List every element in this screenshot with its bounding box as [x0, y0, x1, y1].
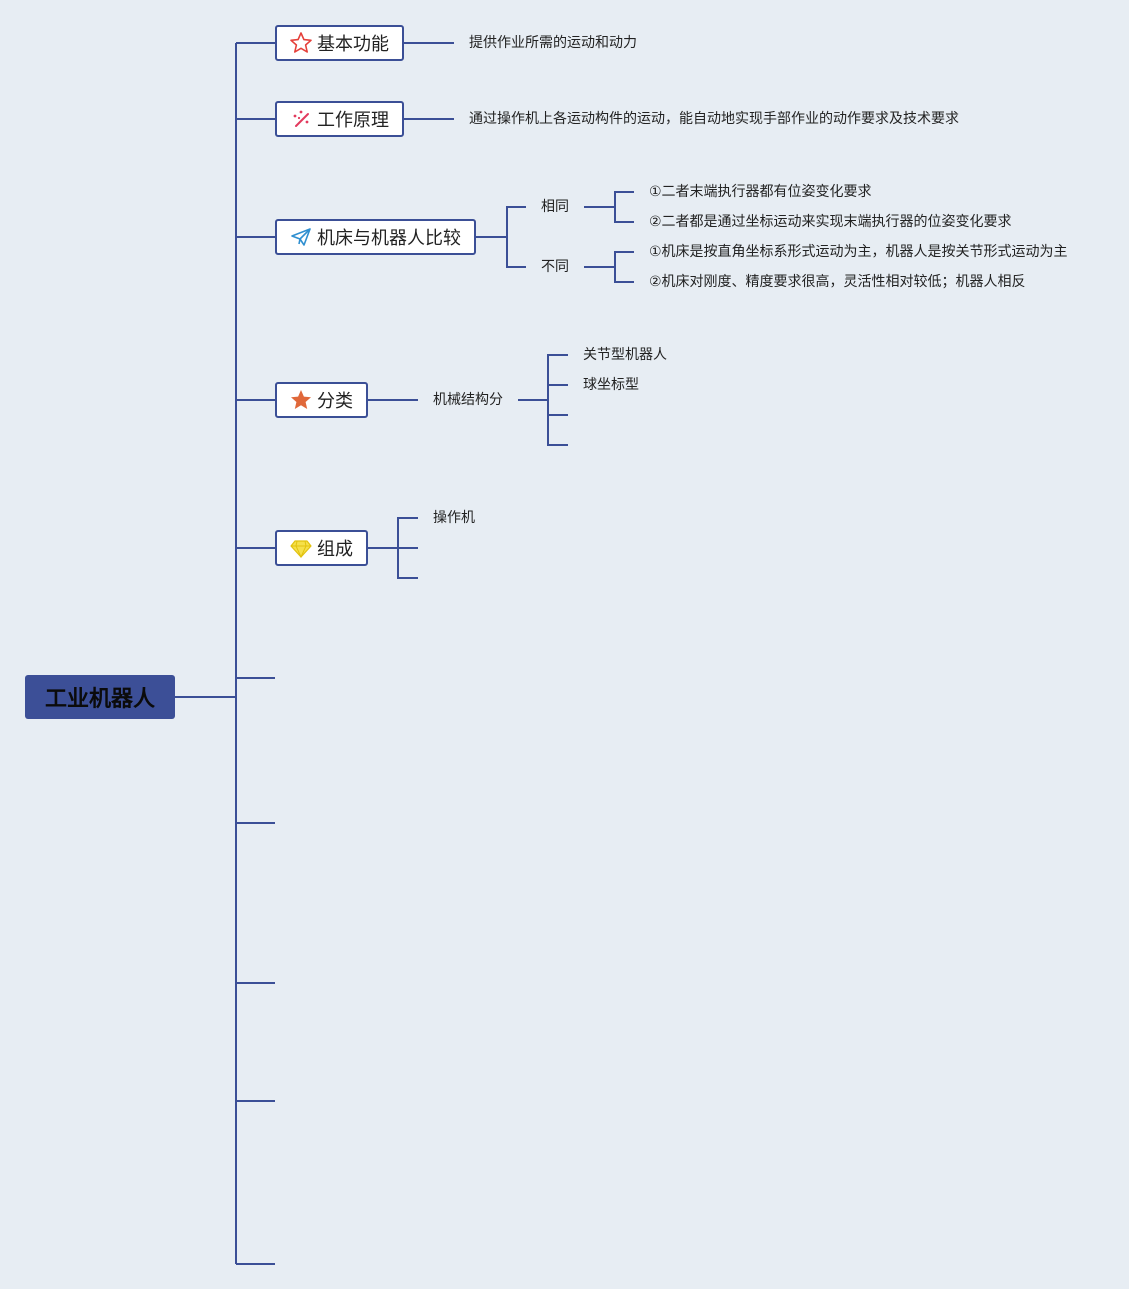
topic-label: 分类	[317, 391, 353, 412]
root-label: 工业机器人	[44, 687, 155, 712]
composition-item-1: 操作机	[433, 510, 475, 526]
bracket-diff	[614, 251, 634, 283]
paper-plane-icon	[289, 225, 313, 249]
basic-function-detail: 提供作业所需的运动和动力	[469, 35, 637, 51]
topic-label: 组成	[317, 539, 353, 560]
working-principle-detail: 通过操作机上各运动构件的运动，能自动地实现手部作业的动作要求及技术要求	[469, 111, 959, 127]
topic-label: 工作原理	[317, 110, 389, 131]
group-same-label: 相同	[541, 199, 569, 215]
diff-item-1: ①机床是按直角坐标系形式运动为主，机器人是按关节形式运动为主	[649, 244, 1068, 260]
diamond-icon	[289, 536, 313, 560]
bracket-compare	[506, 206, 526, 268]
topic-label: 机床与机器人比较	[317, 228, 461, 249]
topic-working-principle[interactable]: 工作原理	[275, 101, 404, 137]
topic-composition[interactable]: 组成	[275, 530, 368, 566]
same-item-2: ②二者都是通过坐标运动来实现末端执行器的位姿变化要求	[649, 214, 1012, 230]
topic-machine-vs-robot[interactable]: 机床与机器人比较	[275, 219, 476, 255]
star-outline-icon	[289, 31, 313, 55]
topic-basic-function[interactable]: 基本功能	[275, 25, 404, 61]
star-filled-icon	[289, 388, 313, 412]
bracket-same	[614, 191, 634, 223]
bracket-mech	[547, 354, 568, 446]
topic-label: 基本功能	[317, 34, 389, 55]
classification-item-1: 关节型机器人	[583, 347, 667, 363]
topic-classification[interactable]: 分类	[275, 382, 368, 418]
group-diff-label: 不同	[541, 259, 569, 275]
classification-item-2: 球坐标型	[583, 377, 639, 393]
same-item-1: ①二者末端执行器都有位姿变化要求	[649, 184, 872, 200]
sparkle-icon	[289, 107, 313, 131]
root-topic[interactable]: 工业机器人	[25, 675, 175, 719]
mechanical-structure-label: 机械结构分	[433, 392, 503, 408]
diff-item-2: ②机床对刚度、精度要求很高，灵活性相对较低；机器人相反	[649, 274, 1026, 290]
